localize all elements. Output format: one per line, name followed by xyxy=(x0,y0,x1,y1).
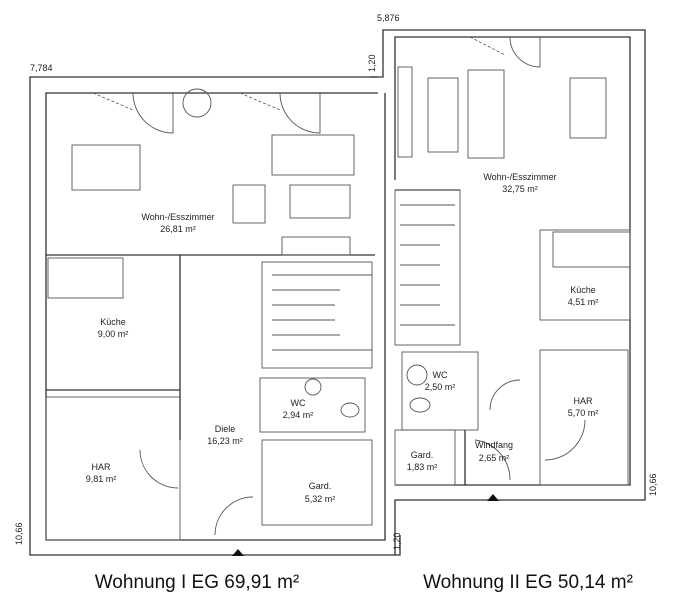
entrance-marker-2 xyxy=(487,494,499,501)
stairs xyxy=(272,204,455,351)
entrance-marker-1 xyxy=(232,549,244,556)
room-area: 2,50 m² xyxy=(425,382,456,392)
armchair-1 xyxy=(232,184,266,224)
room-area: 2,94 m² xyxy=(283,410,314,420)
walls-apartment-2 xyxy=(370,29,646,555)
kitchen-counter-1 xyxy=(47,257,124,299)
dim-right-width: 5,876 xyxy=(377,13,400,23)
room-name: WC xyxy=(291,398,306,408)
room-area: 5,32 m² xyxy=(305,494,336,504)
sofa-2 xyxy=(467,69,505,159)
dim-offset-top: 1,20 xyxy=(367,54,377,72)
caption-apartment-2: Wohnung II EG 50,14 m² xyxy=(423,572,633,593)
room-name: Gard. xyxy=(309,481,332,491)
room-name: Diele xyxy=(215,424,236,434)
plant-1 xyxy=(182,88,212,118)
furniture xyxy=(47,66,631,418)
kitchen-counter-2 xyxy=(552,231,631,268)
room-name: Windfang xyxy=(475,440,513,450)
coffee-table-2 xyxy=(427,77,459,153)
dining-table-1 xyxy=(71,144,141,191)
coffee-table-1 xyxy=(289,184,351,219)
room-name: Küche xyxy=(100,317,126,327)
room-name: Gard. xyxy=(411,450,434,460)
doors xyxy=(92,36,586,536)
room-name: HAR xyxy=(91,462,111,472)
dining-table-2 xyxy=(569,77,607,139)
toilet-2 xyxy=(409,397,431,413)
caption-apartment-1: Wohnung I EG 69,91 m² xyxy=(95,572,300,593)
room-name: Wohn-/Esszimmer xyxy=(141,212,214,222)
interior-walls xyxy=(45,189,631,541)
room-area: 9,00 m² xyxy=(98,329,129,339)
room-area: 9,81 m² xyxy=(86,474,117,484)
room-labels-apartment-1: Wohn-/Esszimmer 26,81 m² Küche 9,00 m² H… xyxy=(86,212,336,504)
dim-offset-bottom: 1,20 xyxy=(392,532,402,550)
toilet-1 xyxy=(340,402,360,418)
room-area: 26,81 m² xyxy=(160,224,196,234)
room-area: 2,65 m² xyxy=(479,453,510,463)
dim-right-depth: 10,66 xyxy=(648,473,658,496)
room-name: HAR xyxy=(573,396,593,406)
sofa-1 xyxy=(271,134,355,176)
dim-left-depth: 10,66 xyxy=(14,522,24,545)
room-area: 1,83 m² xyxy=(407,462,438,472)
room-name: Küche xyxy=(570,285,596,295)
sink-1 xyxy=(304,378,322,396)
room-area: 4,51 m² xyxy=(568,297,599,307)
tv-unit-2 xyxy=(397,66,413,158)
room-labels-apartment-2: Wohn-/Esszimmer 32,75 m² Küche 4,51 m² W… xyxy=(407,172,599,472)
room-area: 5,70 m² xyxy=(568,408,599,418)
sideboard-1 xyxy=(281,236,351,256)
room-name: WC xyxy=(433,370,448,380)
sink-2 xyxy=(406,364,428,386)
dim-left-width: 7,784 xyxy=(30,63,53,73)
room-area: 16,23 m² xyxy=(207,436,243,446)
room-area: 32,75 m² xyxy=(502,184,538,194)
room-name: Wohn-/Esszimmer xyxy=(483,172,556,182)
